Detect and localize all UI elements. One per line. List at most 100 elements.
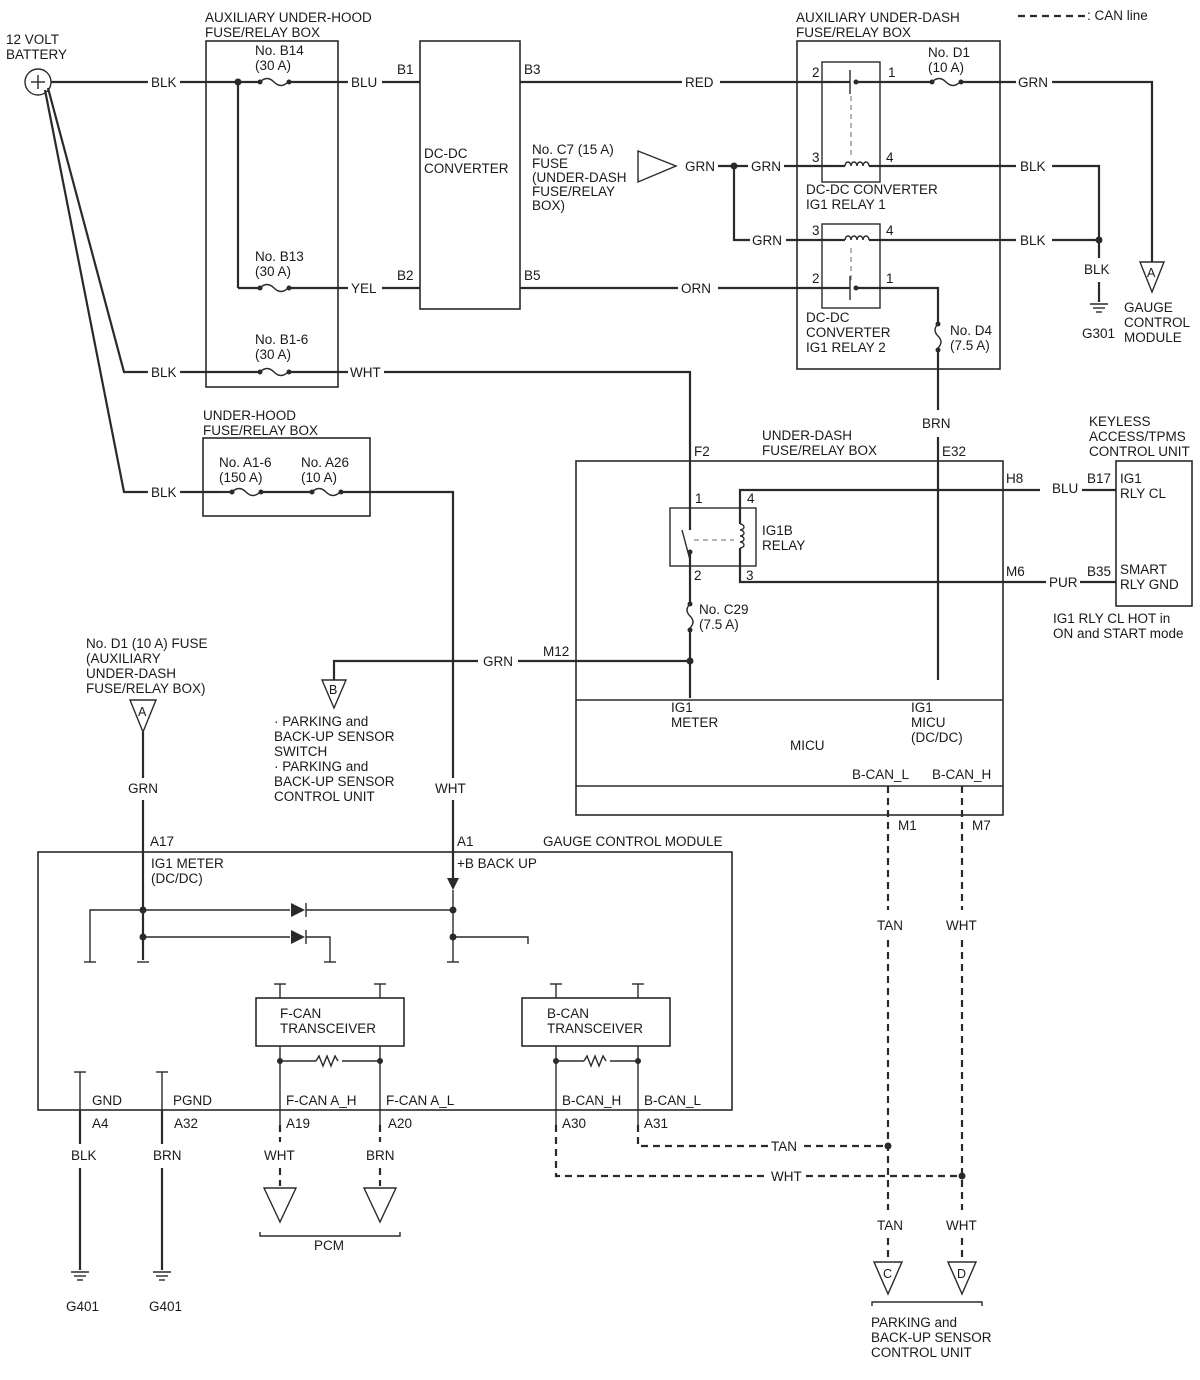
- wire-label-blu-1: BLU: [351, 75, 377, 90]
- wire-label-grn-5: GRN: [483, 654, 513, 669]
- micu-ig1-micu-2: MICU: [911, 715, 946, 730]
- parking-b-label-4: · PARKING and: [274, 759, 368, 774]
- keyless-note-1: IG1 RLY CL HOT in: [1053, 611, 1170, 626]
- b-can-transceiver-label-2: TRANSCEIVER: [547, 1021, 643, 1036]
- wire-label-tan-2: TAN: [877, 1218, 903, 1233]
- gauge-connector-label-1: GAUGE: [1124, 300, 1173, 315]
- terminal-b17: B17: [1087, 471, 1111, 486]
- terminal-a1: A1: [457, 834, 474, 849]
- keyless-access-tpms-control-unit: [1115, 460, 1193, 607]
- micu-label: MICU: [790, 738, 825, 753]
- battery-label-line2: BATTERY: [6, 47, 67, 62]
- terminal-h8: H8: [1006, 471, 1023, 486]
- connector-c-triangle-icon: [872, 1261, 904, 1296]
- pcm-bracket: [259, 1232, 401, 1237]
- f-can-transceiver-label-2: TRANSCEIVER: [280, 1021, 376, 1036]
- wire-label-tan-3: TAN: [771, 1139, 797, 1154]
- parking-b-label-2: BACK-UP SENSOR: [274, 729, 395, 744]
- aux-underhood-fuse-relay-box: [205, 40, 339, 388]
- gauge-connector-label-3: MODULE: [1124, 330, 1182, 345]
- wire-label-blk-2: BLK: [151, 365, 177, 380]
- parking-cd-bracket: [871, 1301, 983, 1306]
- keyless-pin-rlygnd: RLY GND: [1120, 577, 1179, 592]
- battery-symbol-icon: [24, 68, 52, 96]
- underdash-title-1: UNDER-DASH: [762, 428, 852, 443]
- wire-label-pur: PUR: [1049, 575, 1078, 590]
- underdash-title-2: FUSE/RELAY BOX: [762, 443, 877, 458]
- ig1b-relay-label-2: RELAY: [762, 538, 805, 553]
- relay2-label-1: DC-DC: [806, 310, 850, 325]
- gauge-pin-ig1-meter-2: (DC/DC): [151, 871, 203, 886]
- relay2-label-2: CONVERTER: [806, 325, 891, 340]
- parking-cd-label-1: PARKING and: [871, 1315, 957, 1330]
- fuse-a26-label-1: No. A26: [301, 455, 349, 470]
- keyless-note-2: ON and START mode: [1053, 626, 1184, 641]
- relay1-label-1: DC-DC CONVERTER: [806, 182, 938, 197]
- d1-note-2: (AUXILIARY: [86, 651, 161, 666]
- connector-d-triangle-icon: [946, 1261, 978, 1296]
- c7-note-4: FUSE/RELAY: [532, 184, 615, 199]
- relay1-label-2: IG1 RELAY 1: [806, 197, 886, 212]
- keyless-pin-ig1: IG1: [1120, 471, 1142, 486]
- fuse-c29-label-2: (7.5 A): [699, 617, 739, 632]
- f-can-transceiver-label-1: F-CAN: [280, 1006, 321, 1021]
- underhood-title-1: UNDER-HOOD: [203, 408, 296, 423]
- gauge-pin-bcan-h: B-CAN_H: [562, 1093, 621, 1108]
- fuse-a26-icon: [309, 487, 344, 497]
- terminal-a30: A30: [562, 1116, 586, 1131]
- aux-underhood-title-1: AUXILIARY UNDER-HOOD: [205, 10, 372, 25]
- c7-connector-triangle-icon: [637, 149, 678, 184]
- wire-label-red: RED: [685, 75, 714, 90]
- gauge-pin-fcan-h: F-CAN A_H: [286, 1093, 357, 1108]
- wire-label-wht-5: WHT: [264, 1148, 295, 1163]
- fuse-c29-label-1: No. C29: [699, 602, 749, 617]
- keyless-title-3: CONTROL UNIT: [1089, 444, 1190, 459]
- underhood-fuse-relay-box: [202, 437, 371, 517]
- wire-label-blk-3: BLK: [151, 485, 177, 500]
- connector-d-letter: D: [957, 1267, 966, 1281]
- fuse-a1-6-icon: [229, 487, 264, 497]
- wire-label-blk-4: BLK: [1020, 159, 1046, 174]
- connector-a-letter: A: [1147, 266, 1156, 280]
- relay2-pin-2: 2: [812, 271, 820, 286]
- wire-label-yel: YEL: [351, 281, 377, 296]
- terminal-e32: E32: [942, 444, 966, 459]
- dcdc-converter-label-2: CONVERTER: [424, 161, 509, 176]
- gauge-pin-gnd: GND: [92, 1093, 122, 1108]
- c7-note-3: (UNDER-DASH: [532, 170, 627, 185]
- fuse-d4-label-2: (7.5 A): [950, 338, 990, 353]
- micu-ig1-micu-1: IG1: [911, 700, 933, 715]
- micu-ig1-meter-2: METER: [671, 715, 719, 730]
- terminal-a4: A4: [92, 1116, 109, 1131]
- relay1-pin-4: 4: [886, 150, 894, 165]
- terminal-m12: M12: [543, 644, 569, 659]
- gauge-pin-fcan-l: F-CAN A_L: [386, 1093, 455, 1108]
- connector-b-letter: B: [329, 683, 337, 697]
- underdash-fuse-relay-box: [575, 460, 1004, 816]
- fuse-b14-icon: [257, 77, 292, 87]
- wire-label-grn-2: GRN: [751, 159, 781, 174]
- parking-b-label-1: · PARKING and: [274, 714, 368, 729]
- terminal-a31: A31: [644, 1116, 668, 1131]
- wire-label-orn: ORN: [681, 281, 711, 296]
- wire-label-grn-4: GRN: [1018, 75, 1048, 90]
- wire-label-wht-6: WHT: [771, 1169, 802, 1184]
- parking-b-label-6: CONTROL UNIT: [274, 789, 375, 804]
- pcm-label: PCM: [314, 1238, 344, 1253]
- fuse-b1-6-icon: [257, 367, 292, 377]
- fuse-c29-icon: [686, 601, 694, 633]
- relay1-pin-2: 2: [812, 65, 820, 80]
- wire-label-blk-7: BLK: [71, 1148, 97, 1163]
- relay2-pin-3: 3: [812, 223, 820, 238]
- gauge-pin-ig1-meter-1: IG1 METER: [151, 856, 224, 871]
- relay2-label-3: IG1 RELAY 2: [806, 340, 886, 355]
- ground-g401-label-2: G401: [149, 1299, 182, 1314]
- pcm-connector-1-triangle-icon: [262, 1187, 298, 1224]
- wire-label-brn-2: BRN: [153, 1148, 182, 1163]
- d1-note-4: FUSE/RELAY BOX): [86, 681, 206, 696]
- d1-note-1: No. D1 (10 A) FUSE: [86, 636, 208, 651]
- keyless-pin-rlycl: RLY CL: [1120, 486, 1167, 501]
- terminal-b1: B1: [397, 62, 414, 77]
- gauge-control-module-box: [37, 851, 733, 1111]
